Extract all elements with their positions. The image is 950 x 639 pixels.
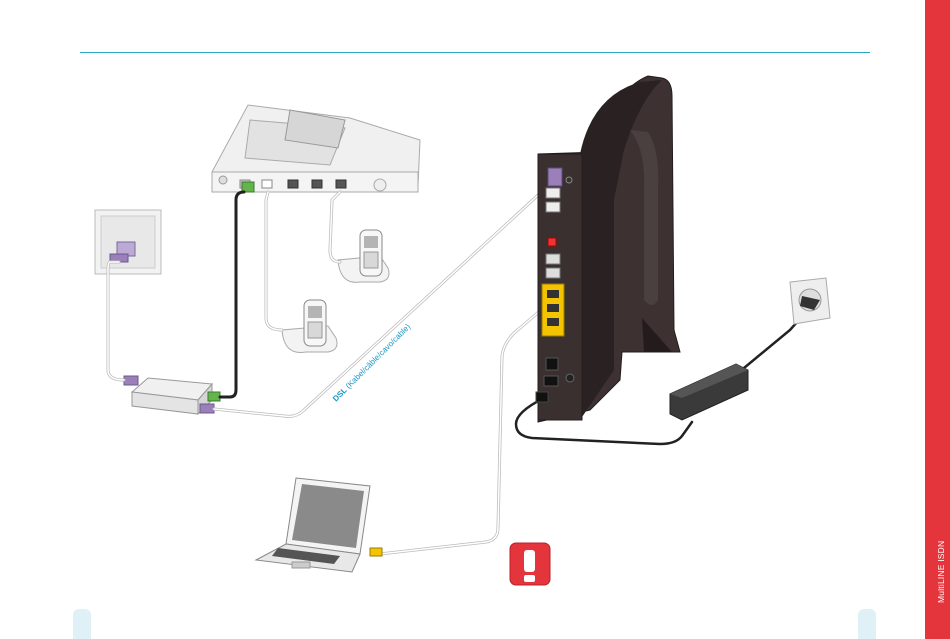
isdn-port [548, 238, 556, 246]
splitter [124, 376, 220, 414]
exclamation-icon [510, 543, 550, 585]
laptop [256, 478, 382, 572]
power-outlet [790, 278, 830, 324]
power-adapter [670, 364, 748, 420]
cables [108, 186, 806, 554]
wall-socket [95, 210, 161, 274]
dsl-port [548, 168, 562, 186]
phone-2 [282, 300, 337, 353]
phone-1 [338, 230, 389, 282]
isdn-nt-box [212, 105, 420, 192]
router [536, 76, 680, 422]
dsl-cable-label: DSL (Kabel/câble/cavo/cable) [331, 322, 412, 403]
